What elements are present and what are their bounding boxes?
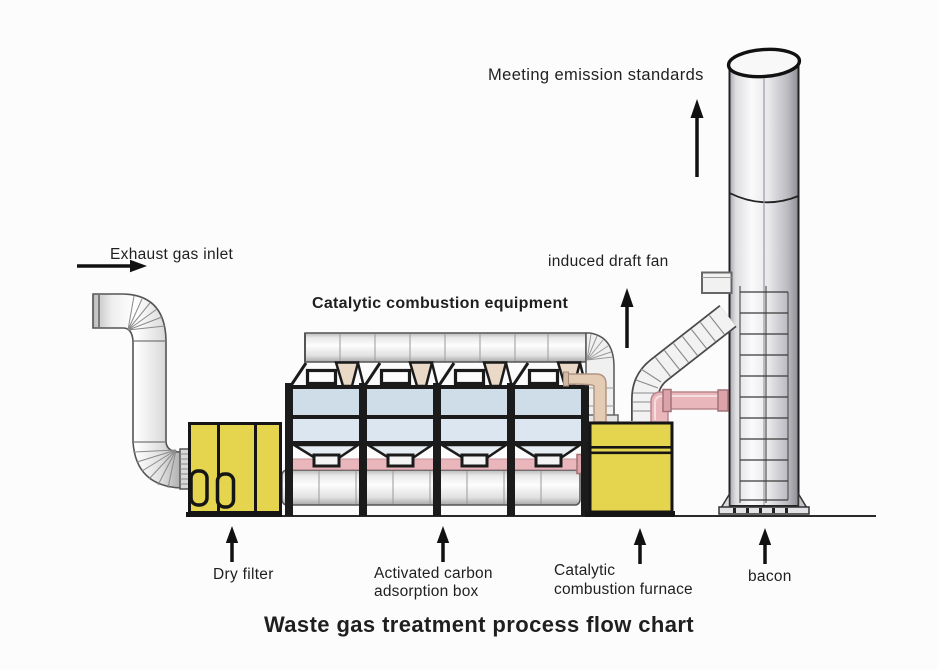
exhaust-gas-inlet-label: Exhaust gas inlet [110, 246, 234, 263]
exhaust-inlet-duct [92, 293, 191, 490]
top-hopper [334, 361, 360, 388]
filter-window [189, 469, 209, 507]
page-title: Waste gas treatment process flow chart [263, 612, 695, 637]
dry-filter-label: Dry filter [213, 566, 274, 583]
catalytic-combustion-furnace [585, 421, 675, 517]
induced-draft-fan-duct [631, 304, 737, 421]
hot-gas-pipe-to-chimney [650, 388, 729, 424]
activated-carbon-label-line1: Activated carbon [374, 565, 493, 582]
chimney-stack [718, 47, 810, 515]
activated-carbon-adsorption-box-label: Activated carbon adsorption box [374, 565, 534, 601]
adsorption-frame [285, 383, 589, 516]
dry-filter-box [186, 422, 282, 517]
chimney-ladder-rails [739, 286, 789, 503]
stack-up-arrow [758, 528, 772, 564]
bottom-inlet-duct [281, 469, 581, 506]
funnel-outlet [312, 453, 341, 468]
furnace-label-line2: combustion furnace [554, 580, 693, 598]
fan-up-arrow [620, 288, 634, 348]
dry-filter-up-arrow [225, 526, 239, 562]
chimney-top-opening [726, 47, 802, 79]
meeting-emission-standards-label: Meeting emission standards [488, 66, 704, 84]
furnace-up-arrow [633, 528, 647, 564]
chimney-connector-box [701, 271, 733, 294]
activated-carbon-label-line2: adsorption box [374, 583, 479, 600]
catalytic-combustion-equipment-label: Catalytic combustion equipment [312, 295, 569, 312]
chimney-base-plate [718, 506, 810, 515]
chimney-ladder-rungs [740, 291, 788, 501]
inlet-right-arrow [77, 259, 147, 273]
filter-window [215, 472, 236, 509]
activated-carbon-adsorption-unit [281, 360, 589, 516]
furnace-label-line1: Catalytic [554, 562, 616, 579]
adsorption-box-unit [288, 361, 366, 468]
vent-window [305, 368, 338, 386]
emission-up-arrow [690, 99, 704, 177]
chimney-base-bolts [733, 508, 788, 513]
carbon-box-up-arrow [436, 526, 450, 562]
catalytic-combustion-furnace-label: Catalytic combustion furnace [554, 562, 734, 599]
induced-draft-fan-label: induced draft fan [548, 253, 669, 270]
stack-label: bacon [748, 568, 792, 585]
